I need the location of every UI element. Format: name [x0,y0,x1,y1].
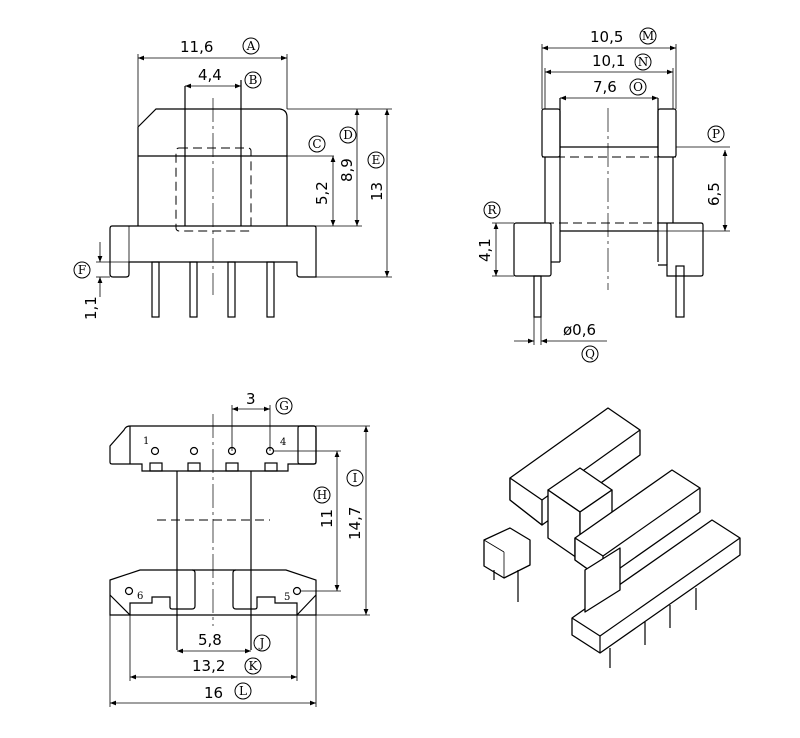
marker-I: I [353,471,358,485]
pin-label-5: 5 [284,592,290,603]
dim-I-value: 14,7 [346,507,364,540]
dim-M-value: 10,5 [590,28,623,46]
pin-label-4: 4 [280,437,286,448]
marker-K: K [249,659,259,673]
marker-N: N [638,55,649,69]
dim-C-value: 5,2 [313,181,331,205]
marker-J: J [258,636,265,650]
front-body-outline [137,108,288,226]
dim-J-value: 5,8 [198,631,222,649]
side-pin-right [675,265,685,318]
dim-Q-value: ø0,6 [563,321,596,339]
marker-E: E [372,153,381,167]
marker-F: F [78,263,86,277]
dim-D-value: 8,9 [338,158,356,182]
dim-L-value: 16 [204,684,223,702]
dim-O-value: 7,6 [593,78,617,96]
marker-P: P [712,127,720,141]
dim-H-value: 11 [318,509,336,528]
pin-label-1: 1 [143,436,149,447]
side-view: 10,5 M 10,1 N 7,6 O P 6,5 R 4,1 ø0,6 Q [476,27,730,363]
front-base [109,225,317,278]
dim-K-value: 13,2 [192,657,225,675]
dim-B-value: 4,4 [198,66,222,84]
dim-R-value: 4,1 [476,238,494,262]
dim-F-value: 1,1 [82,296,100,320]
marker-C: C [312,137,321,151]
dim-A-value: 11,6 [180,38,213,56]
front-view: 11,6 A 4,4 B C 5,2 8,9 D 13 E F 1,1 [73,37,392,320]
marker-H: H [317,488,327,502]
dim-G-value: 3 [246,390,256,408]
marker-M: M [642,29,654,43]
pin-tabs [149,462,278,472]
dim-N-value: 10,1 [592,52,625,70]
marker-B: B [249,73,258,87]
side-pin-left [533,275,542,318]
pin-label-6: 6 [137,591,143,602]
marker-G: G [279,399,289,413]
top-view: 1 4 6 5 3 G 11 H 14,7 I 5,8 J [109,390,370,707]
dim-P-value: 6,5 [705,182,723,206]
marker-A: A [246,39,256,53]
dim-E-value: 13 [368,182,386,201]
pin-holes [124,446,302,596]
marker-D: D [343,128,353,142]
marker-L: L [239,684,247,698]
marker-Q: Q [585,347,595,361]
front-pins [151,261,275,318]
isometric-view [483,407,741,668]
marker-R: R [487,203,497,217]
marker-O: O [633,80,643,94]
